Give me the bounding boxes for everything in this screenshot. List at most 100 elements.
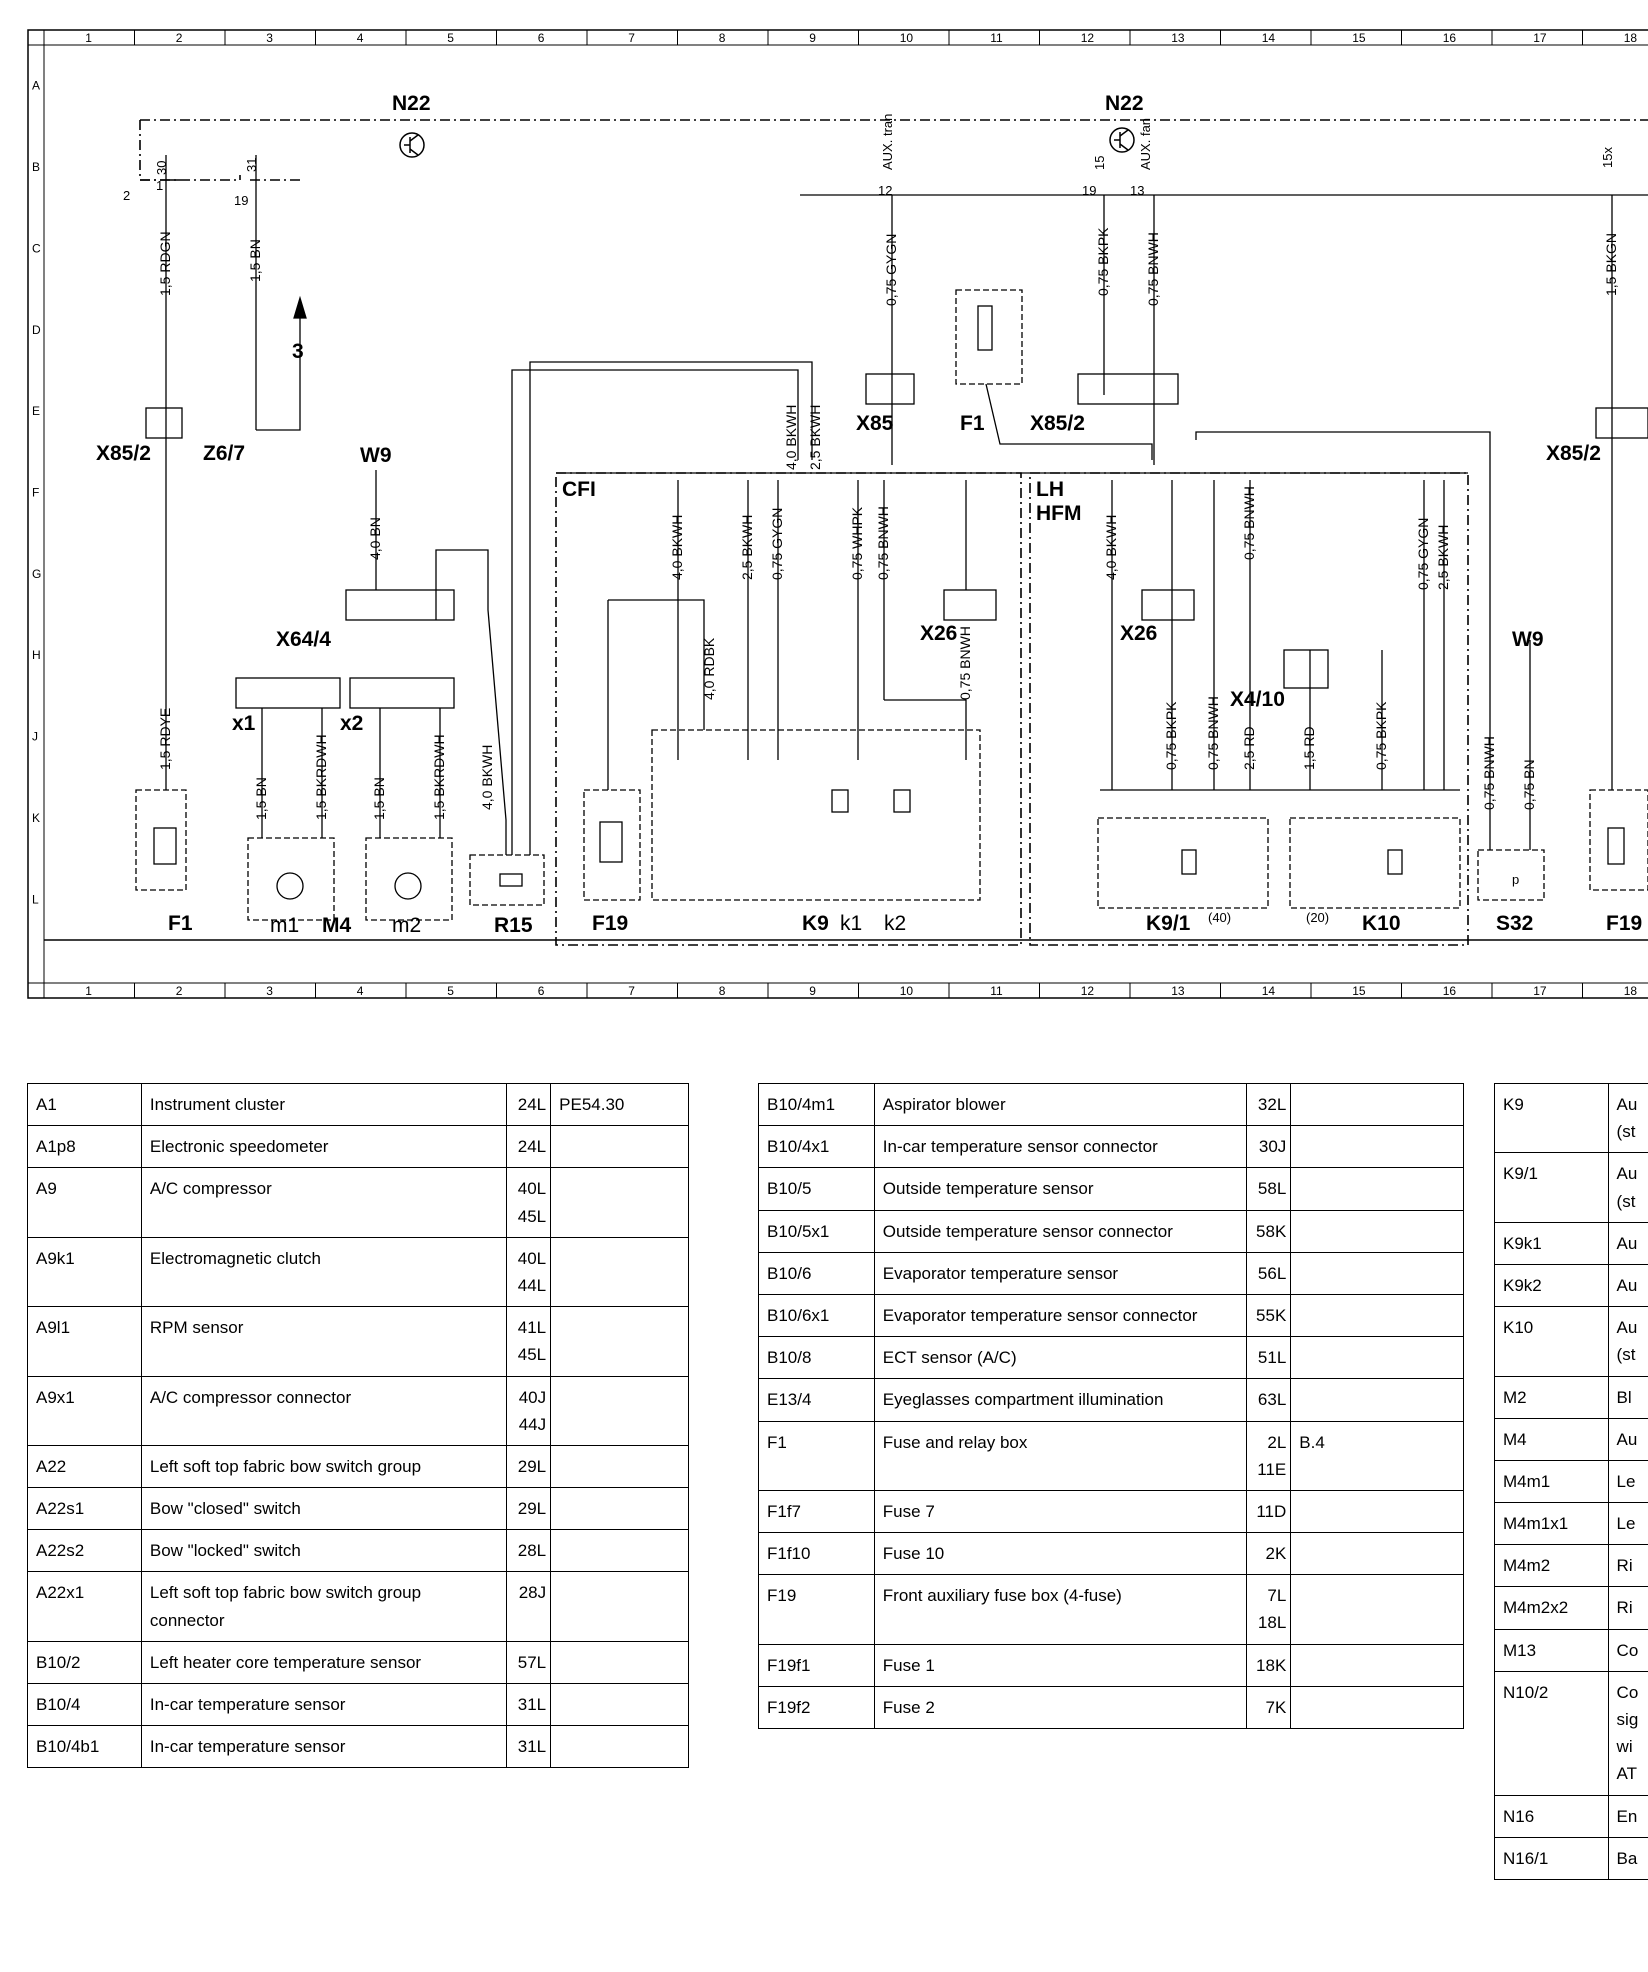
legend-location: 40L 45L [506, 1167, 552, 1238]
legend-code: E13/4 [758, 1378, 875, 1422]
grid-column-label: 3 [266, 984, 273, 998]
grid-row-label: E [32, 404, 40, 418]
legend-code: A22 [27, 1444, 142, 1489]
wire-label-bnwh-top: 0,75 BNWH [1145, 232, 1161, 306]
legend-code: B10/2 [27, 1640, 142, 1685]
wire-label-r15-bkwh: 4,0 BKWH [479, 745, 495, 810]
legend-code: K9k1 [1494, 1221, 1609, 1265]
legend-description: Left soft top fabric bow switch group [140, 1444, 508, 1489]
legend-description: Electronic speedometer [140, 1125, 508, 1169]
legend-description: Ba [1607, 1836, 1648, 1880]
grid-column-label: 2 [176, 31, 183, 45]
pin-13: 13 [1130, 183, 1144, 198]
x26-left-label: X26 [920, 622, 957, 645]
grid-row-label: B [32, 160, 40, 174]
legend-description: Au [1607, 1417, 1648, 1461]
legend-location: 51L [1245, 1336, 1292, 1380]
legend-code: A9k1 [27, 1236, 142, 1308]
legend-description: A/C compressor [140, 1167, 508, 1238]
wire-label-rdye: 1,5 RDYE [157, 708, 173, 770]
w9-left-label: W9 [360, 444, 392, 467]
legend-code: A22s1 [27, 1487, 142, 1531]
k1-label: k1 [840, 912, 862, 935]
wire-label-lh-bkpk: 0,75 BKPK [1163, 701, 1179, 770]
pin-19-right: 19 [1082, 183, 1096, 198]
legend-code: B10/4m1 [758, 1082, 875, 1127]
legend-code: B10/4x1 [758, 1125, 875, 1169]
legend-location: 11D [1245, 1489, 1292, 1534]
grid-column-label: 16 [1443, 31, 1457, 45]
wire-label-25bkwh-top: 2,5 BKWH [807, 405, 823, 470]
grid-column-label: 9 [809, 984, 816, 998]
legend-description: Le [1607, 1502, 1648, 1546]
grid-column-label: 7 [628, 31, 635, 45]
legend-location: 40L 44L [506, 1236, 552, 1308]
legend-code: K9/1 [1494, 1152, 1609, 1223]
grid-column-label: 13 [1171, 31, 1185, 45]
legend-description: Au (st [1607, 1152, 1648, 1223]
legend-reference [550, 1640, 689, 1685]
legend-description: Co [1607, 1628, 1648, 1672]
wire-label-m1-bkrdwh: 1,5 BKRDWH [313, 734, 329, 820]
grid-column-label: 11 [990, 31, 1003, 45]
legend-code: N16 [1494, 1794, 1609, 1838]
grid-column-label: 8 [719, 31, 726, 45]
legend-code: N10/2 [1494, 1670, 1609, 1796]
legend-code: M4 [1494, 1417, 1609, 1461]
legend-location: 58K [1245, 1209, 1292, 1253]
grid-column-label: 6 [538, 31, 545, 45]
legend-reference [1290, 1082, 1464, 1127]
x26-right-label: X26 [1120, 622, 1157, 645]
grid-row-label: L [32, 892, 39, 906]
legend-reference [550, 1529, 689, 1573]
x85-label: X85 [856, 412, 894, 435]
legend-reference [550, 1571, 689, 1642]
column-ticks [43, 30, 1583, 998]
grid-column-label: 10 [900, 984, 914, 998]
cfi-box [555, 472, 1022, 946]
legend-location: 29L [506, 1487, 552, 1531]
legend-description: Au (st [1607, 1082, 1648, 1154]
connector-1-30: 1 2 [123, 178, 163, 203]
legend-code: B10/4 [27, 1682, 142, 1727]
grid-column-label: 4 [357, 984, 364, 998]
grid-column-label: 14 [1262, 984, 1276, 998]
pin-12: 12 [878, 183, 892, 198]
m1-label: m1 [270, 914, 299, 937]
legend-reference [1290, 1251, 1464, 1295]
legend-code: M13 [1494, 1628, 1609, 1672]
x85-2-right-label: X85/2 [1546, 442, 1601, 465]
wire-label-lh-15rd: 1,5 RD [1301, 726, 1317, 770]
k2-label: k2 [884, 912, 906, 935]
m2-label: m2 [392, 914, 421, 937]
legend-reference [1290, 1532, 1464, 1576]
legend-description: En [1607, 1794, 1648, 1838]
grid-column-label: 4 [357, 31, 364, 45]
legend-code: N16/1 [1494, 1836, 1609, 1880]
legend-code: F19f2 [758, 1685, 875, 1730]
legend-description: Fuse and relay box [873, 1420, 1247, 1491]
